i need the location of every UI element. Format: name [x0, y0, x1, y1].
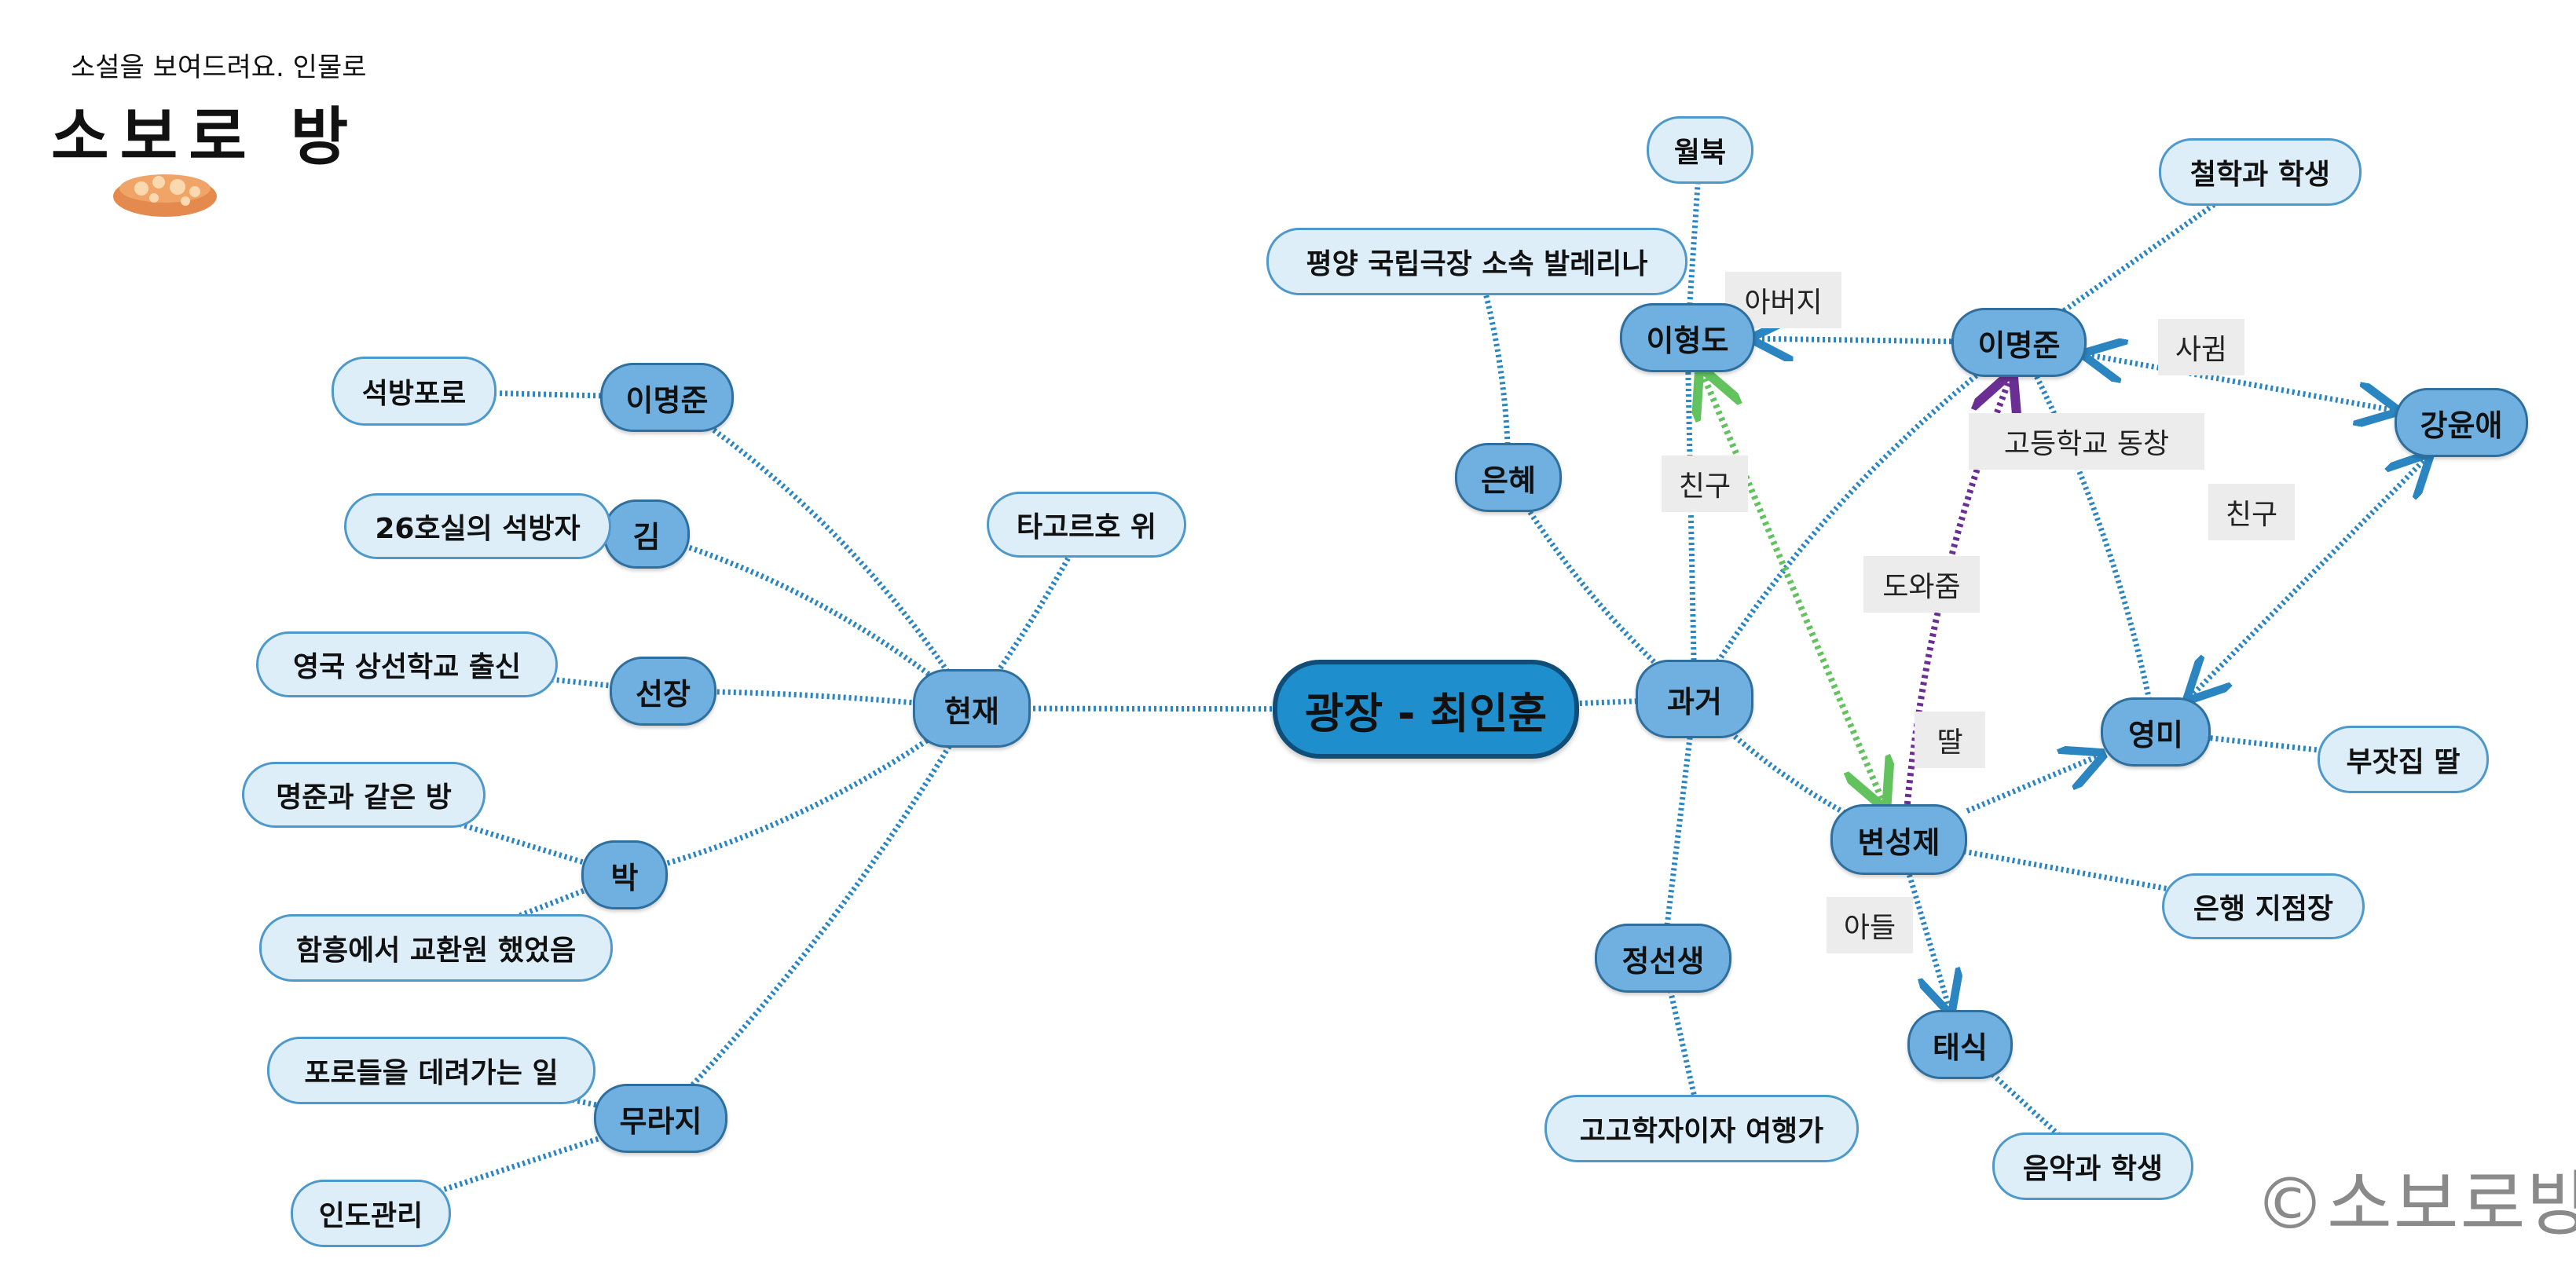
node-mj-present[interactable]: 이명준 [600, 363, 734, 432]
edge-label-mj_past-youngmi: 고등학교 동창 [1969, 413, 2204, 470]
node-uk-school[interactable]: 영국 상선학교 출신 [256, 631, 558, 697]
logo-tagline: 소설을 보여드려요. 인물로 [71, 52, 367, 83]
edge-present-to-murazi [658, 707, 975, 1121]
node-bsj[interactable]: 변성제 [1830, 804, 1967, 875]
edge-past-to-mj_past [1692, 340, 2021, 701]
node-past[interactable]: 과거 [1636, 660, 1753, 738]
node-murazi[interactable]: 무라지 [594, 1084, 727, 1153]
node-archaeologist[interactable]: 고고학자이자 여행가 [1545, 1095, 1859, 1162]
node-jung[interactable]: 정선생 [1595, 924, 1731, 993]
node-taesik[interactable]: 태식 [1907, 1010, 2013, 1079]
edge-mj_past-to-kang [2087, 355, 2395, 411]
edge-youngmi-to-kang [2189, 457, 2427, 697]
node-philosophy[interactable]: 철학과 학생 [2159, 138, 2362, 206]
edge-label-bsj-mj_past: 도와줌 [1863, 556, 1980, 613]
logo-name: 소보로 방 [51, 100, 360, 174]
node-ballerina[interactable]: 평양 국립극장 소속 발레리나 [1266, 228, 1687, 295]
copyright-watermark: ©소보로방 [2255, 1163, 2576, 1246]
node-eunhye[interactable]: 은혜 [1455, 443, 1562, 512]
edge-present-to-captain [662, 688, 973, 712]
edge-present-to-mj_present [665, 395, 974, 710]
node-pow-work[interactable]: 포로들을 데려가는 일 [267, 1037, 595, 1104]
node-kang[interactable]: 강윤애 [2395, 388, 2528, 457]
node-room26[interactable]: 26호실의 석방자 [344, 493, 611, 559]
node-captain[interactable]: 선장 [610, 657, 716, 726]
node-center[interactable]: 광장 - 최인훈 [1273, 660, 1579, 759]
node-bank[interactable]: 은행 지점장 [2162, 873, 2365, 939]
node-same-room[interactable]: 명준과 같은 방 [242, 762, 486, 828]
node-hamhung[interactable]: 함흥에서 교환원 했었음 [259, 914, 613, 982]
edge-lhd-to-bsj [1702, 372, 1885, 804]
edge-label-bsj-taesik: 아들 [1827, 897, 1913, 953]
node-india[interactable]: 인도관리 [291, 1180, 451, 1247]
node-park[interactable]: 박 [581, 840, 668, 909]
node-sukbang[interactable]: 석방포로 [332, 357, 497, 426]
node-present[interactable]: 현재 [913, 669, 1031, 748]
node-lhd[interactable]: 이형도 [1620, 303, 1755, 372]
edge-label-bsj-youngmi: 딸 [1915, 712, 1985, 768]
edge-center-to-present [971, 705, 1427, 712]
node-kim[interactable]: 김 [603, 499, 690, 569]
edge-bsj-to-taesik [1907, 873, 1949, 1010]
edge-bsj-to-youngmi [1966, 755, 2101, 814]
edge-mj_past-to-youngmi [2016, 341, 2159, 733]
edge-past-to-lhd [1684, 337, 1698, 700]
node-mj-past[interactable]: 이명준 [1951, 308, 2087, 377]
soboro-logo: 소설을 보여드려요. 인물로 소보로 방 [47, 31, 367, 220]
edge-label-lhd-bsj: 친구 [1662, 456, 1748, 512]
node-rich-daughter[interactable]: 부잣집 딸 [2318, 726, 2489, 793]
edge-label-mj_past-kang: 사귐 [2158, 319, 2244, 375]
edge-mj_past-to-lhd [1755, 338, 1952, 342]
soboro-bread-icon [113, 174, 217, 217]
edge-present-to-park [624, 706, 974, 878]
node-music[interactable]: 음악과 학생 [1992, 1132, 2193, 1200]
edge-label-youngmi-kang: 친구 [2208, 484, 2295, 540]
node-youngmi[interactable]: 영미 [2101, 697, 2211, 767]
node-wolbuk[interactable]: 월북 [1647, 116, 1753, 184]
node-tagore[interactable]: 타고르호 위 [987, 492, 1186, 558]
